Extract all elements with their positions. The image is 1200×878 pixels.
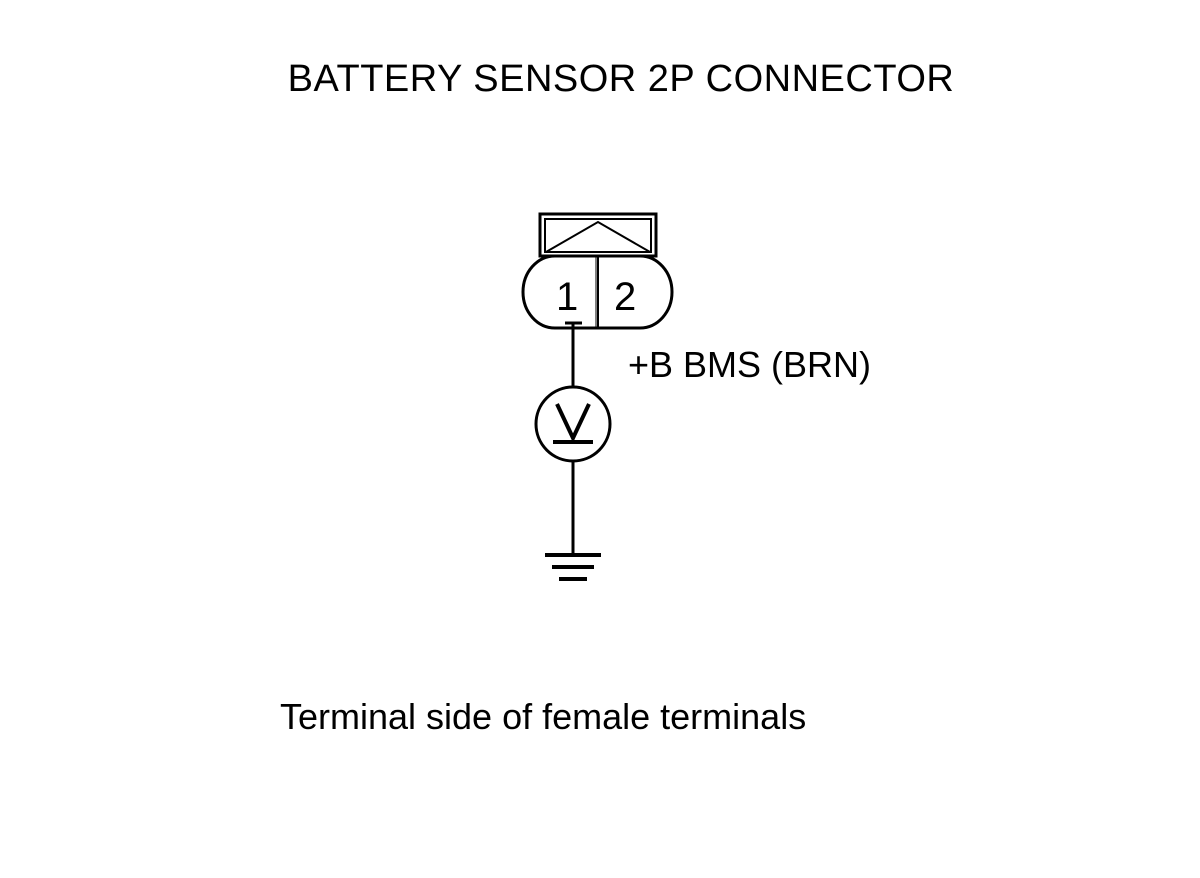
pin-1-label: 1 <box>556 275 578 319</box>
connector-lock-tab <box>538 212 658 258</box>
voltmeter-symbol <box>534 385 612 463</box>
pin-2-label: 2 <box>614 275 636 319</box>
footer-note: Terminal side of female terminals <box>280 696 807 737</box>
connector-body <box>521 254 674 330</box>
wire-label: +B BMS (BRN) <box>628 344 872 385</box>
ground-icon <box>545 553 601 581</box>
diagram-title: BATTERY SENSOR 2P CONNECTOR <box>287 58 955 100</box>
